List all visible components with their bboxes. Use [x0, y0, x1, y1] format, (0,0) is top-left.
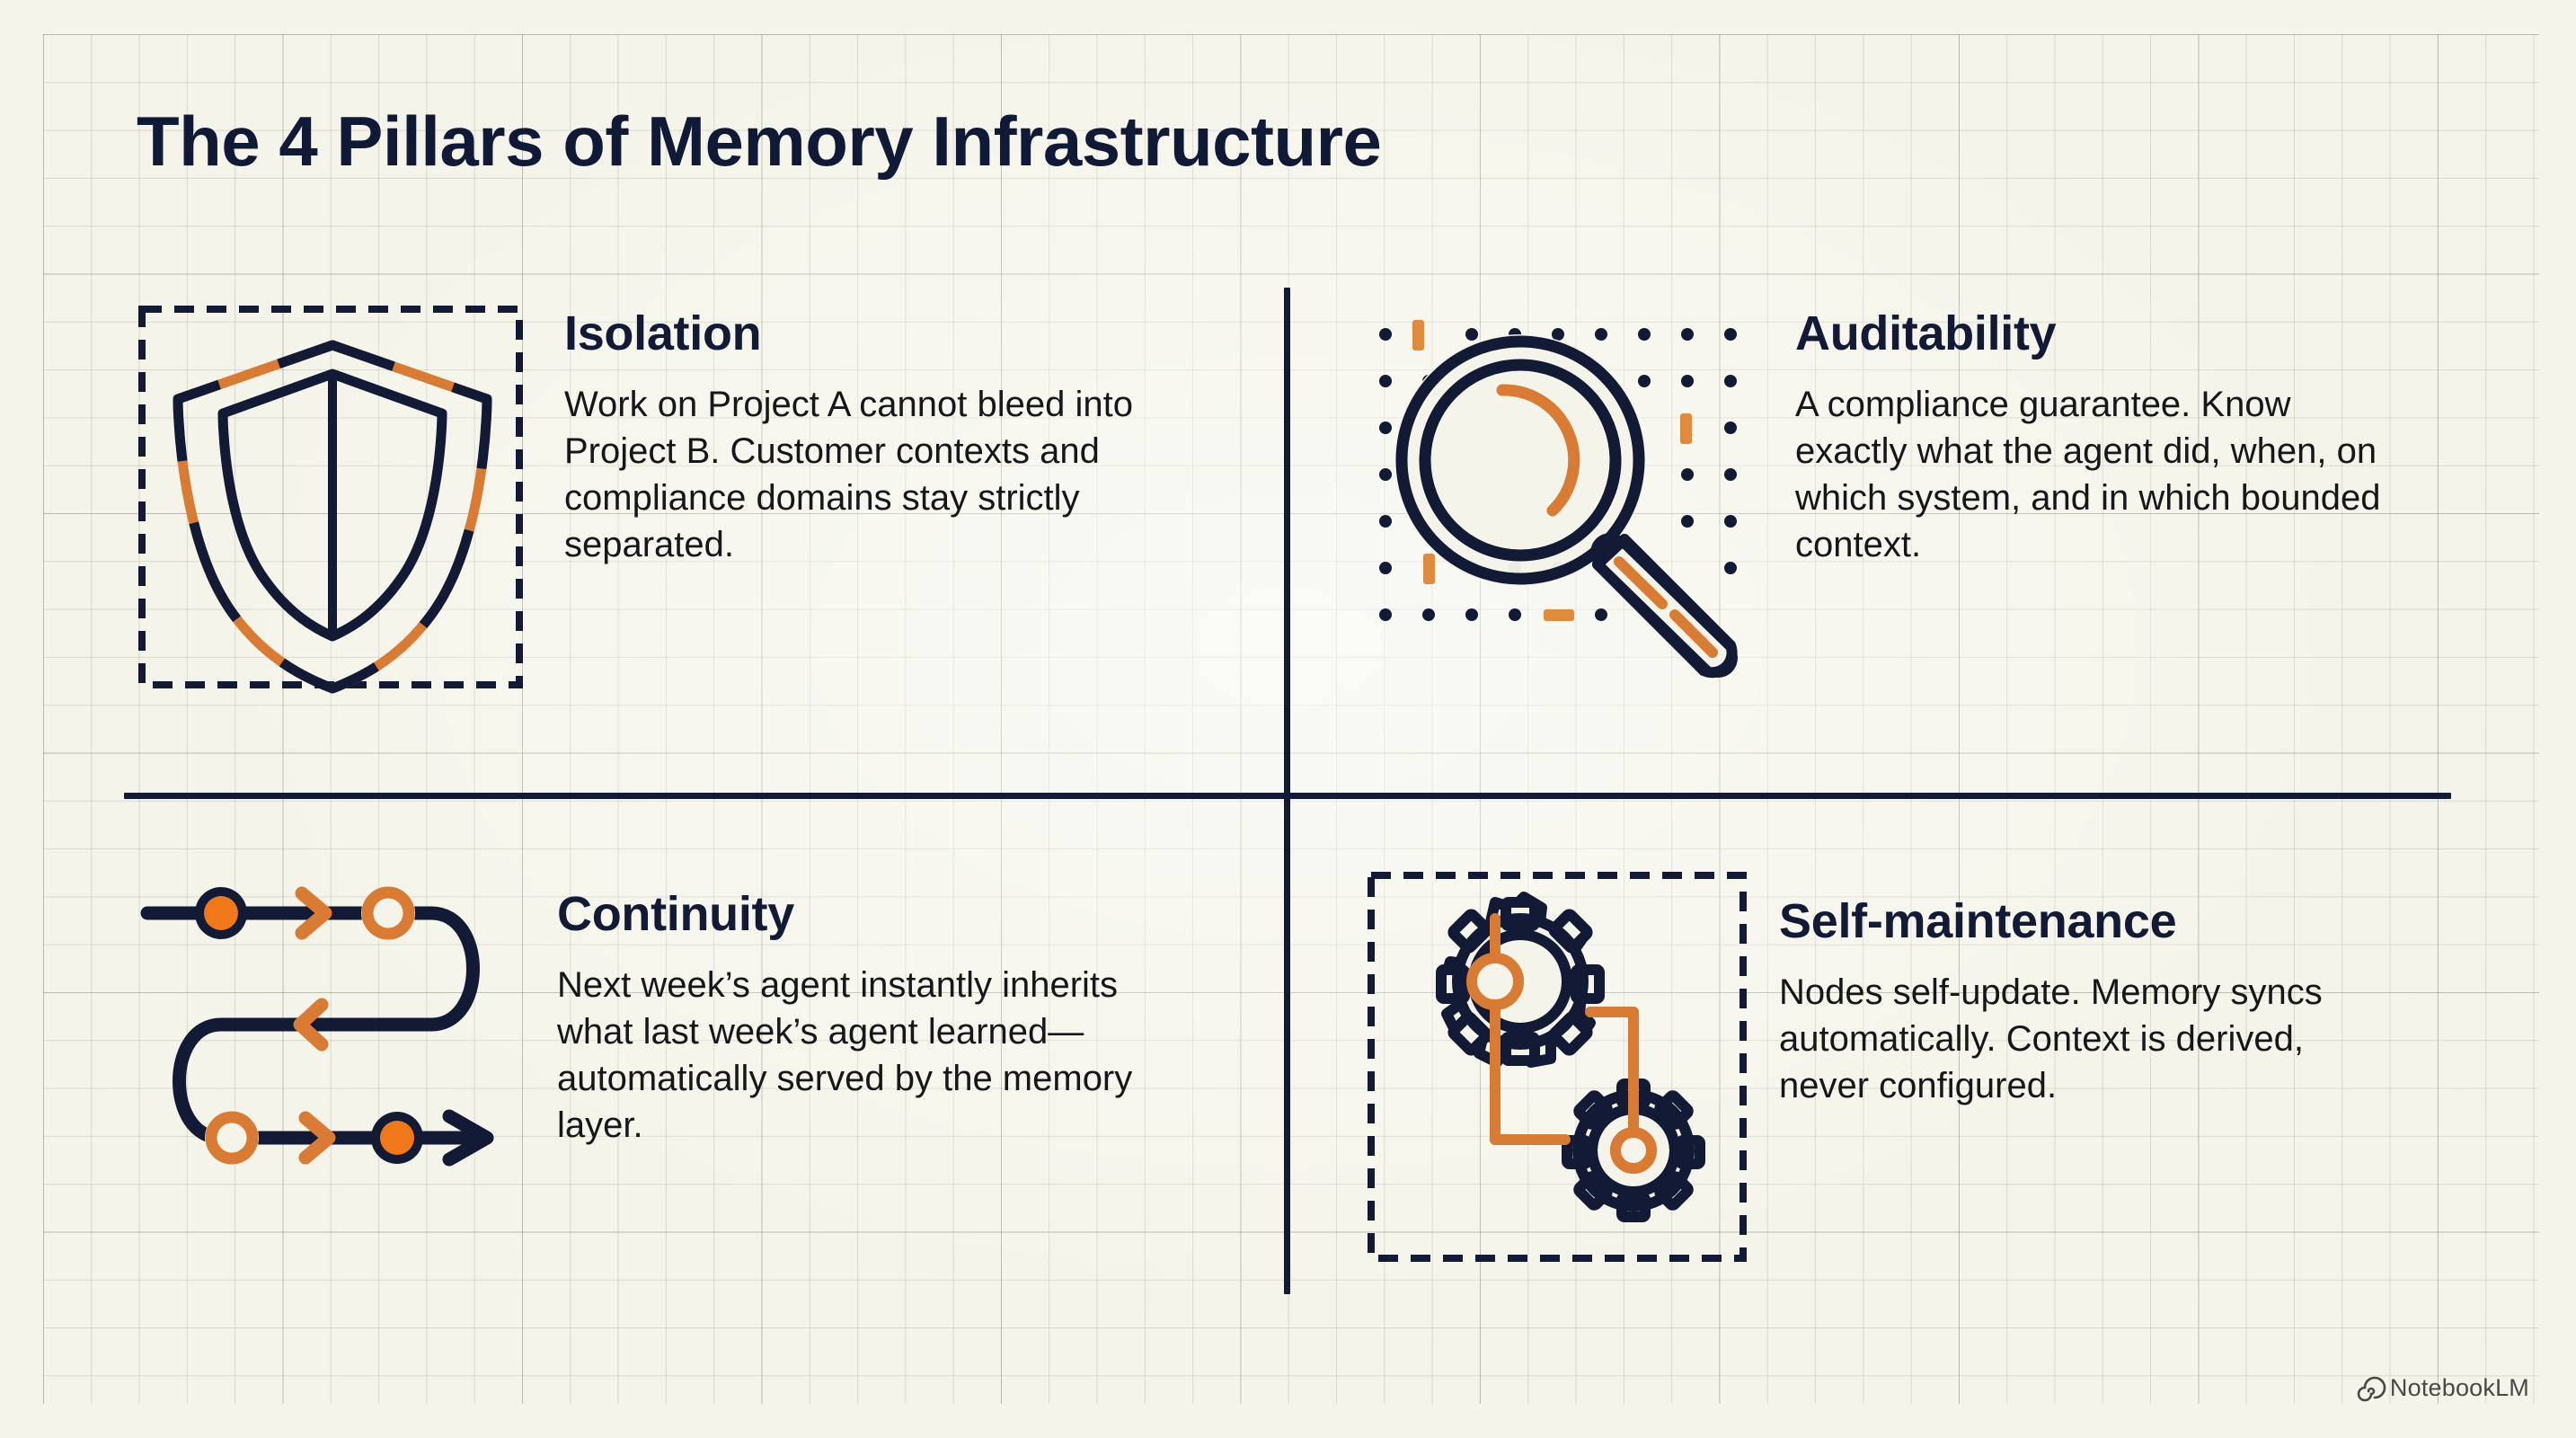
isolation-text-block: Isolation Work on Project A cannot bleed… — [530, 298, 1249, 568]
dot-matrix — [1379, 320, 1737, 621]
gears-icon-wrap — [1366, 863, 1761, 1262]
flow-node-hollow-top — [361, 886, 415, 940]
flow-chevron-right-bottom — [298, 1111, 336, 1165]
notebooklm-watermark: NotebookLM — [2355, 1374, 2529, 1402]
page-title: The 4 Pillars of Memory Infrastructure — [137, 102, 1382, 181]
serpentine-flow-icon-wrap — [135, 863, 530, 1222]
serpentine-flow-icon — [140, 886, 494, 1167]
pillar-card-auditability: Auditability A compliance guarantee. Kno… — [1366, 298, 2489, 694]
pillar-card-self-maintenance: Self-maintenance Nodes self-update. Memo… — [1366, 863, 2489, 1262]
pillar-body-isolation: Work on Project A cannot bleed into Proj… — [564, 385, 1133, 564]
pillar-heading-continuity: Continuity — [557, 887, 794, 941]
notebooklm-spiral-icon — [2357, 1376, 2386, 1401]
flow-chevron-right-top — [295, 886, 332, 940]
shield-icon-wrap — [135, 298, 530, 694]
pillar-heading-self-maintenance: Self-maintenance — [1779, 894, 2177, 948]
flow-chevron-left-middle — [293, 998, 329, 1052]
self-maintenance-text-block: Self-maintenance Nodes self-update. Memo… — [1761, 863, 2489, 1109]
magnifier-handle — [1590, 533, 1738, 679]
pillar-card-continuity: Continuity Next week’s agent instantly i… — [135, 863, 1249, 1222]
pillar-body-self-maintenance: Nodes self-update. Memory syncs automati… — [1779, 972, 2323, 1105]
pillar-body-auditability: A compliance guarantee. Know exactly wha… — [1795, 385, 2381, 564]
flow-node-filled-top — [195, 887, 247, 939]
pillar-body-continuity: Next week’s agent instantly inherits wha… — [557, 965, 1133, 1145]
pillar-card-isolation: Isolation Work on Project A cannot bleed… — [135, 298, 1249, 694]
flow-node-hollow-bottom — [205, 1111, 259, 1165]
magnifying-glass-icon — [1379, 320, 1738, 679]
shield-icon — [138, 306, 523, 694]
magnifying-glass-icon-wrap — [1366, 298, 1761, 694]
flow-node-filled-bottom — [371, 1112, 423, 1164]
watermark-label: NotebookLM — [2389, 1374, 2529, 1401]
gears-icon — [1368, 872, 1747, 1262]
continuity-text-block: Continuity Next week’s agent instantly i… — [530, 863, 1249, 1149]
auditability-text-block: Auditability A compliance guarantee. Kno… — [1761, 298, 2489, 568]
pillar-heading-auditability: Auditability — [1795, 306, 2057, 360]
pillar-heading-isolation: Isolation — [564, 306, 762, 360]
vertical-divider — [1284, 288, 1290, 1294]
